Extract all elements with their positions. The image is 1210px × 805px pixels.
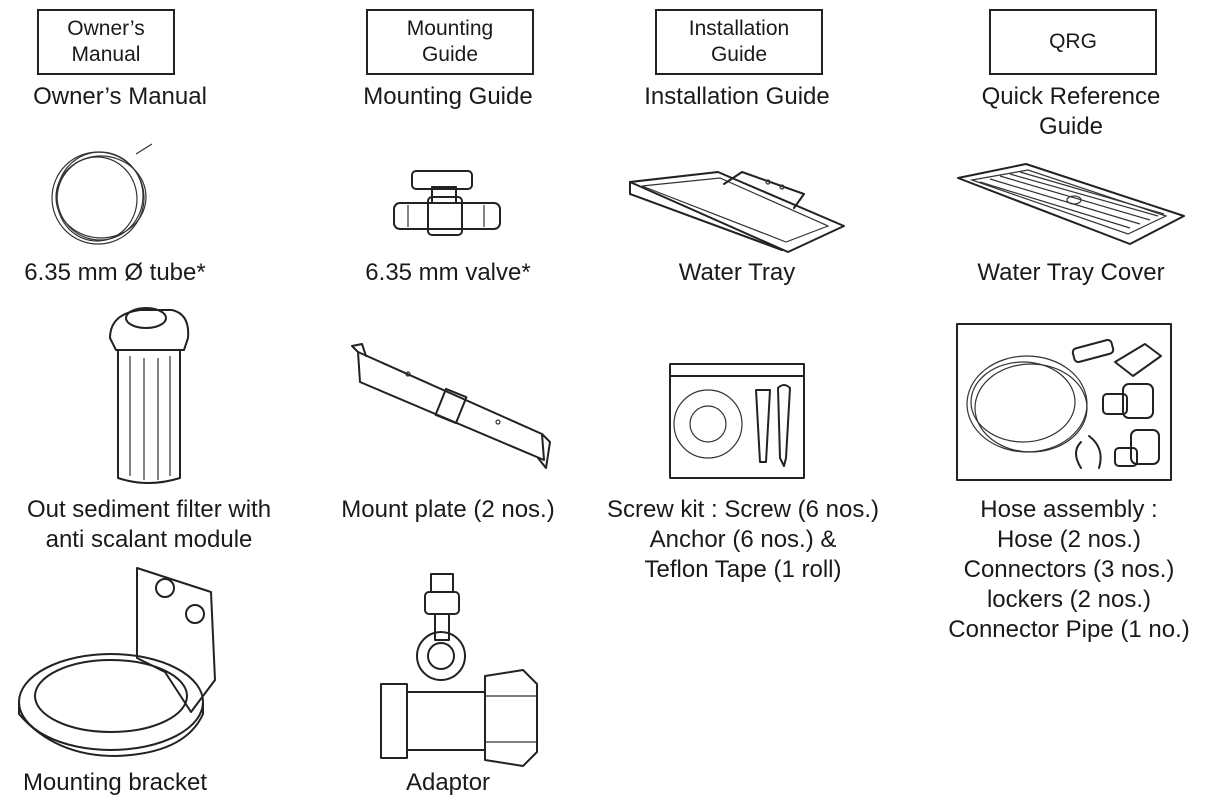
valve-caption: 6.35 mm valve* xyxy=(365,259,531,286)
mounting-guide-caption: Mounting Guide xyxy=(363,83,533,110)
mount-plate-caption: Mount plate (2 nos.) xyxy=(341,496,555,523)
hose-assembly-caption: Hose assembly : Hose (2 nos.) Connectors… xyxy=(948,496,1190,643)
quick-reference-guide-caption: Quick Reference Guide xyxy=(981,83,1161,140)
screw-kit-icon xyxy=(669,363,805,479)
mount-plate-icon xyxy=(351,343,551,469)
valve-icon xyxy=(393,170,501,236)
installation-guide-box: Installation Guide xyxy=(655,9,823,75)
screw-kit-caption: Screw kit : Screw (6 nos.) Anchor (6 nos… xyxy=(606,496,880,583)
mounting-guide-box: Mounting Guide xyxy=(366,9,534,75)
water-tray-cover-icon xyxy=(957,163,1185,245)
mounting-bracket-icon xyxy=(18,567,216,757)
owners-manual-box-line2: Manual xyxy=(71,43,141,66)
installation-guide-box-line2: Guide xyxy=(710,43,768,66)
owners-manual-caption: Owner’s Manual xyxy=(33,83,207,110)
qrg-box: QRG xyxy=(989,9,1157,75)
installation-guide-caption: Installation Guide xyxy=(644,83,830,110)
water-tray-caption: Water Tray xyxy=(678,259,796,286)
adaptor-icon xyxy=(380,573,538,767)
filter-housing-icon xyxy=(109,307,190,484)
qrg-box-label: QRG xyxy=(1049,30,1097,53)
mounting-guide-box-line1: Mounting xyxy=(406,17,494,40)
owners-manual-box-line1: Owner’s xyxy=(67,17,145,40)
mounting-bracket-caption: Mounting bracket xyxy=(22,769,208,796)
water-tray-icon xyxy=(629,171,845,253)
water-tray-cover-caption: Water Tray Cover xyxy=(977,259,1165,286)
mounting-guide-box-line2: Guide xyxy=(421,43,479,66)
tube-coil-icon xyxy=(51,143,153,245)
owners-manual-box: Owner’s Manual xyxy=(37,9,175,75)
hose-assembly-icon xyxy=(956,323,1172,481)
tube-caption: 6.35 mm Ø tube* xyxy=(24,259,206,286)
adaptor-caption: Adaptor xyxy=(405,769,491,796)
filter-caption: Out sediment filter with anti scalant mo… xyxy=(26,496,272,553)
installation-guide-box-line1: Installation xyxy=(688,17,790,40)
